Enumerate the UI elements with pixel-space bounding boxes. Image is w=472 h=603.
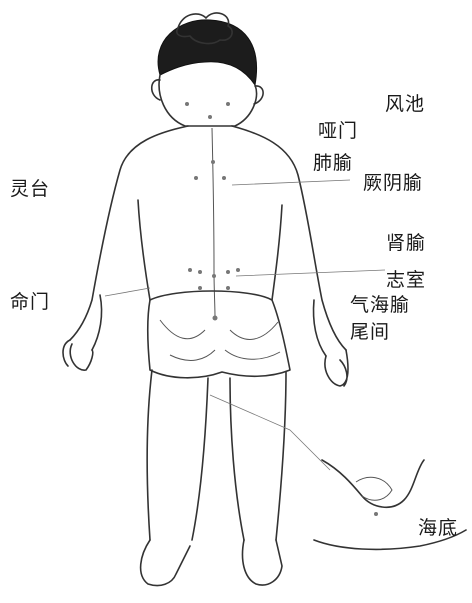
label-haidi: 海底 bbox=[418, 513, 458, 540]
left-hand bbox=[63, 340, 93, 370]
label-qihaishu: 气海腧 bbox=[350, 290, 410, 317]
label-lingtai: 灵台 bbox=[10, 174, 50, 201]
left-inner-arm bbox=[92, 295, 102, 350]
spine-line bbox=[212, 128, 215, 318]
left-torso bbox=[138, 200, 150, 300]
left-shoulder bbox=[70, 126, 188, 340]
label-weijian: 尾间 bbox=[350, 317, 390, 344]
label-zhishi: 志室 bbox=[386, 265, 426, 292]
label-yamen: 哑门 bbox=[318, 116, 358, 143]
head bbox=[159, 75, 256, 126]
shorts-folds bbox=[160, 320, 280, 360]
label-shenshu: 肾腧 bbox=[386, 228, 426, 255]
haidi-dot bbox=[374, 512, 378, 516]
haidi-inset-detail bbox=[356, 477, 392, 500]
right-hand bbox=[325, 350, 348, 386]
label-jueyinshu: 厥阴腧 bbox=[363, 168, 423, 195]
right-leg bbox=[230, 372, 286, 540]
right-torso bbox=[272, 205, 282, 300]
left-foot bbox=[141, 540, 190, 586]
label-fengchi: 风池 bbox=[385, 89, 425, 116]
label-feishu: 肺腧 bbox=[313, 148, 353, 175]
shorts bbox=[148, 291, 290, 378]
hair bbox=[158, 20, 257, 85]
label-mingmen: 命门 bbox=[10, 287, 50, 314]
right-foot bbox=[243, 540, 283, 585]
left-leg bbox=[147, 370, 208, 540]
